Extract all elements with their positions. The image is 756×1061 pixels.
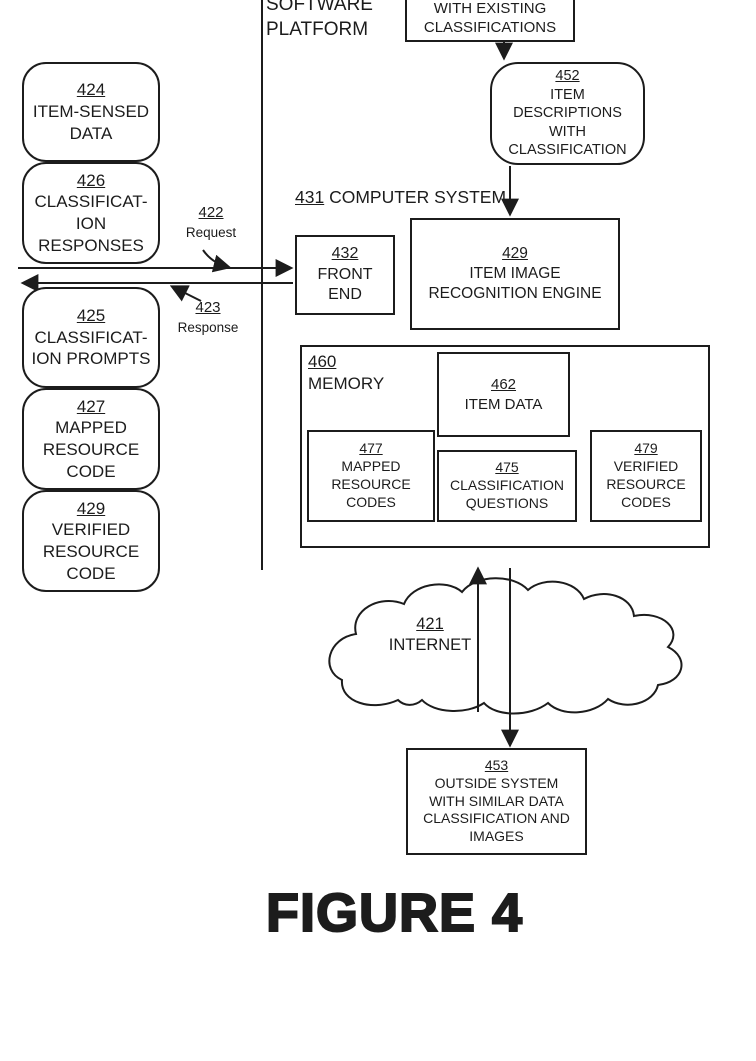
node-424-ref: 424: [76, 80, 106, 100]
computer-system-label: COMPUTER SYSTEM: [329, 187, 507, 207]
node-479-ref: 479: [634, 440, 658, 457]
software-platform-text: SOFTWARE PLATFORM: [266, 0, 373, 40]
software-platform-label: SOFTWARE PLATFORM: [266, 0, 396, 42]
node-432-ref: 432: [331, 245, 359, 263]
internet-label: 421 INTERNET: [368, 614, 492, 657]
node-477-ref: 477: [359, 440, 383, 457]
computer-system-ref: 431: [295, 187, 325, 207]
internet-ref: 421: [416, 615, 444, 633]
node-462-item-data: 462 ITEM DATA: [437, 352, 570, 437]
node-426-label: CLASSIFICAT- ION RESPONSES: [34, 192, 148, 255]
engine-ref: 429: [502, 245, 528, 263]
node-477-label: MAPPED RESOURCE CODES: [331, 458, 411, 510]
node-424-label: ITEM-SENSED DATA: [32, 102, 150, 143]
response-ref: 423: [195, 299, 221, 316]
node-452-ref: 452: [555, 68, 580, 85]
node-427-mapped-resource-code: 427 MAPPED RESOURCE CODE: [22, 388, 160, 490]
memory-ref: 460: [308, 352, 337, 371]
node-425-label: CLASSIFICAT- ION PROMPTS: [31, 327, 151, 369]
existing-classifications-label: WITH EXISTING CLASSIFICATIONS: [423, 0, 557, 36]
node-462-label: ITEM DATA: [464, 395, 543, 413]
node-432-front-end: 432 FRONT END: [295, 235, 395, 315]
response-leader-arrow: [169, 285, 202, 302]
internet-cloud: [328, 577, 683, 715]
request-text: Request: [185, 224, 237, 240]
engine-label: ITEM IMAGE RECOGNITION ENGINE: [428, 265, 602, 302]
existing-classifications-box: WITH EXISTING CLASSIFICATIONS: [405, 0, 575, 42]
node-452-item-descriptions: 452 ITEM DESCRIPTIONS WITH CLASSIFICATIO…: [490, 62, 645, 165]
response-label: 423 Response: [172, 298, 244, 337]
response-text: Response: [177, 319, 239, 335]
node-475-ref: 475: [495, 459, 519, 476]
node-479-label: VERIFIED RESOURCE CODES: [606, 458, 686, 510]
node-426-classification-responses: 426 CLASSIFICAT- ION RESPONSES: [22, 162, 160, 264]
figure-title: FIGURE 4: [265, 882, 524, 944]
node-425-classification-prompts: 425 CLASSIFICAT- ION PROMPTS: [22, 287, 160, 388]
node-477-mapped-resource-codes: 477 MAPPED RESOURCE CODES: [307, 430, 435, 522]
node-432-label: FRONT END: [317, 265, 373, 304]
node-452-label: ITEM DESCRIPTIONS WITH CLASSIFICATION: [508, 86, 627, 159]
internet-text: INTERNET: [388, 636, 472, 655]
request-leader-arrow: [202, 249, 232, 273]
node-429-ref: 429: [76, 498, 106, 518]
memory-label: 460 MEMORY: [308, 351, 384, 395]
node-425-ref: 425: [76, 305, 106, 325]
memory-text: MEMORY: [308, 374, 385, 394]
node-427-label: MAPPED RESOURCE CODE: [42, 418, 140, 481]
node-427-ref: 427: [76, 396, 106, 416]
request-ref: 422: [198, 204, 224, 221]
node-453-ref: 453: [484, 756, 509, 773]
node-426-ref: 426: [76, 170, 106, 190]
computer-system-heading: 431 COMPUTER SYSTEM: [295, 186, 506, 209]
node-453-outside-system: 453 OUTSIDE SYSTEM WITH SIMILAR DATA CLA…: [406, 748, 587, 855]
node-475-label: CLASSIFICATION QUESTIONS: [449, 477, 565, 511]
node-424-item-sensed-data: 424 ITEM-SENSED DATA: [22, 62, 160, 162]
node-453-label: OUTSIDE SYSTEM WITH SIMILAR DATA CLASSIF…: [423, 774, 570, 845]
node-479-verified-resource-codes: 479 VERIFIED RESOURCE CODES: [590, 430, 702, 522]
node-429-verified-resource-code: 429 VERIFIED RESOURCE CODE: [22, 490, 160, 592]
node-462-ref: 462: [490, 376, 517, 394]
node-429-recognition-engine: 429 ITEM IMAGE RECOGNITION ENGINE: [410, 218, 620, 330]
node-429-label: VERIFIED RESOURCE CODE: [42, 520, 140, 583]
request-label: 422 Request: [178, 203, 244, 242]
node-475-classification-questions: 475 CLASSIFICATION QUESTIONS: [437, 450, 577, 522]
